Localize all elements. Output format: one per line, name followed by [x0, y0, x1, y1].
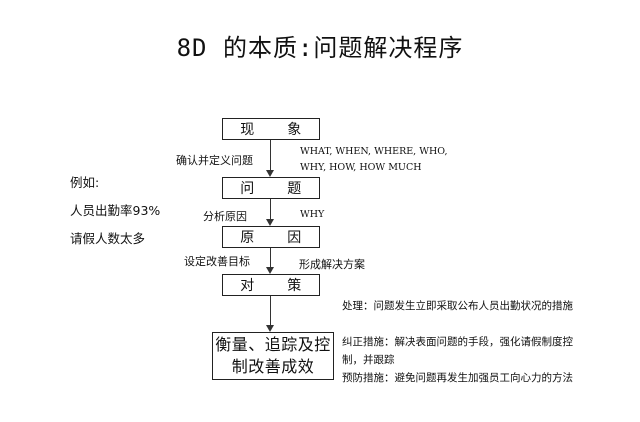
prevention-note: 预防措施：避免问题再发生加强员工向心力的方法 — [342, 372, 573, 384]
confirm-define-label: 确认并定义问题 — [176, 154, 253, 167]
countermeasure-char-1: 对 — [240, 278, 255, 294]
analyze-cause-label: 分析原因 — [203, 210, 247, 223]
measure-track-line-2: 制改善成效 — [231, 357, 315, 376]
cause-char-2: 因 — [287, 230, 302, 246]
phenomenon-label: 现 象 — [240, 119, 301, 139]
cause-box: 原 因 — [222, 226, 320, 248]
set-target-label: 设定改善目标 — [184, 255, 250, 268]
countermeasure-label: 对 策 — [240, 275, 301, 295]
phenomenon-char-1: 现 — [240, 122, 255, 138]
example-heading: 例如: — [70, 175, 100, 190]
arrow-head-2 — [266, 219, 274, 226]
questions-line-1: WHAT, WHEN, WHERE, WHO, — [300, 146, 448, 157]
problem-label: 问 题 — [240, 178, 301, 198]
arrow-head-4 — [266, 325, 274, 332]
arrow-head-1 — [266, 170, 274, 177]
arrow-head-3 — [266, 267, 274, 274]
arrow-line-1 — [270, 140, 271, 171]
questions-line-2: WHY, HOW, HOW MUCH — [300, 162, 422, 173]
arrow-line-2 — [270, 199, 271, 220]
measure-track-line-1: 衡量、追踪及控 — [215, 335, 331, 354]
solution-plan-label: 形成解决方案 — [299, 258, 365, 271]
arrow-line-4 — [270, 296, 271, 326]
correction-note: 纠正措施：解决表面问题的手段，强化请假制度控制，并跟踪 — [342, 336, 573, 366]
phenomenon-box: 现 象 — [222, 118, 320, 140]
countermeasure-box: 对 策 — [222, 274, 320, 296]
page-title: 8D 的本质:问题解决程序 — [176, 34, 464, 62]
problem-char-1: 问 — [240, 181, 255, 197]
problem-char-2: 题 — [287, 181, 302, 197]
cause-label: 原 因 — [240, 227, 301, 247]
countermeasure-char-2: 策 — [287, 278, 302, 294]
measure-track-box: 衡量、追踪及控 制改善成效 — [212, 332, 334, 380]
arrow-line-3 — [270, 248, 271, 268]
cause-char-1: 原 — [240, 230, 255, 246]
why-label: WHY — [300, 209, 325, 220]
example-item-1: 人员出勤率93% — [70, 203, 161, 218]
problem-box: 问 题 — [222, 177, 320, 199]
handling-note: 处理：问题发生立即采取公布人员出勤状况的措施 — [342, 300, 573, 312]
example-item-2: 请假人数太多 — [70, 231, 146, 246]
phenomenon-char-2: 象 — [287, 122, 302, 138]
